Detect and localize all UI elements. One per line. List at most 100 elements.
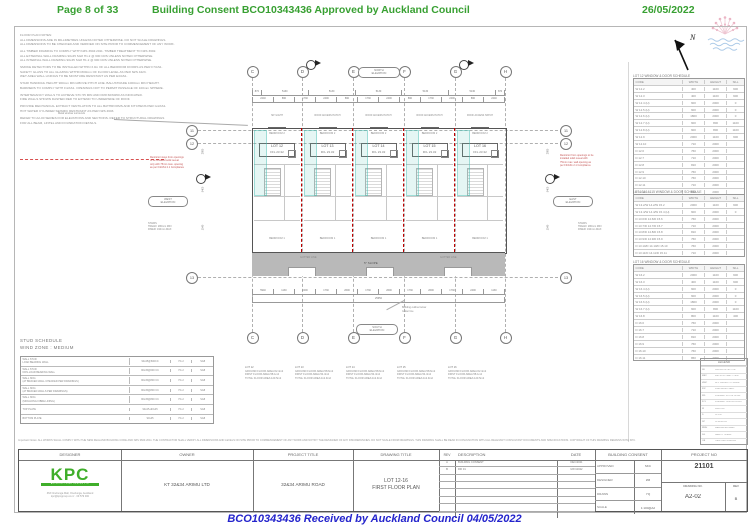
schedule-cell: W 13.4/W 14.4/W 15.4 (H) [634, 209, 683, 214]
schedule-cell: 1100 [732, 121, 739, 126]
unit-lot: LOT 14 [372, 144, 385, 148]
schedule-cell: 2000 [705, 334, 728, 339]
dimension: 890 [462, 97, 483, 102]
legend-text: FINISHED FLOOR LEVEL [715, 394, 741, 397]
unit-lot: LOT 13 [321, 144, 334, 148]
revision-letter [439, 496, 456, 504]
stud-label: TOP PLATE [21, 407, 131, 411]
unit-ffl: FFL 23.32 [371, 149, 386, 154]
schedule-cell: 800 [705, 121, 728, 126]
note-line: PROVIDE MECHANICAL EXTRACT VENTILATION T… [20, 104, 167, 109]
wall-line [406, 220, 453, 221]
window-segment [420, 127, 439, 128]
stair-hatch [365, 168, 382, 196]
grid-line-13 [198, 277, 558, 278]
drawing-title-line1: LOT 12-16 [384, 478, 408, 484]
schedule-cell: 760 [683, 321, 706, 326]
legend-text: RAINWATER HEAD [715, 427, 735, 430]
note-line: SAFETY GLASS TO ALL GLAZING WITHIN 800mm… [20, 69, 147, 74]
note-line: BARRIERS TO COMPLY WITH F4/AS1. OPENINGS… [20, 85, 164, 90]
room-label-top: BEDROOM 2 [269, 132, 285, 135]
grid-bubble-D: D [296, 66, 309, 78]
wall-line [386, 164, 387, 220]
highlight-strip [304, 130, 317, 196]
revision-note-line: per F4/AS1 2.1 Compliance [560, 164, 591, 168]
revision-description [456, 489, 558, 496]
band-notch [288, 267, 316, 276]
schedule-cell: 2000 [705, 216, 728, 221]
stair-hatch [416, 168, 433, 196]
consent-value: 1:100@A2 [640, 505, 656, 510]
wall-line [457, 164, 503, 165]
note-line: FIRE WALLS SHOWN DASHED RED TO EXTEND TO… [20, 97, 131, 102]
south-elevation-label: SOUTH ELEVATION [356, 324, 398, 335]
schedule-cell: 760 [683, 216, 706, 221]
dimension: 1730 [357, 289, 378, 294]
legend-text: WINDOW [715, 407, 725, 410]
fire-wall [454, 128, 455, 252]
grid-bubble-F: F [398, 332, 411, 344]
wall-line [304, 220, 351, 221]
stud-size: 90x45@800 CC [130, 378, 171, 382]
schedule-cell: 1100 [732, 307, 739, 312]
header-date: 26/05/2022 [642, 4, 695, 16]
schedule-title: LOT 13&14&15 WINDOW & DOOR SCHEDULE [633, 190, 702, 194]
schedule-cell: 900 [733, 202, 738, 207]
schedule-cell: 2000 [705, 100, 728, 105]
stud-size: 90x45+90x45 [130, 407, 171, 411]
legend-abbr: FFL [702, 394, 706, 397]
stud-label-line2: (AT BRACED WALLS PER DRAWINGS) [22, 390, 68, 394]
dimension-left: 5400 [201, 186, 205, 193]
schedule-cell: W 12.7 (H) [634, 121, 683, 126]
schedule-cell: 1100 [705, 202, 728, 207]
area-line: GROUND FLOOR AREA:62.4m2 [448, 369, 487, 373]
dimension: 2400 [378, 97, 399, 102]
schedule-cell: D 12.6 [634, 148, 683, 153]
legend-abbr: D [702, 414, 704, 417]
schedule-cell: 600 [683, 209, 706, 214]
dimension-row: 25650 [252, 297, 505, 303]
note-line: FOR ALL BEAM, LINTEL AND FOUNDATION DETA… [20, 120, 98, 125]
dimension: 1730 [420, 97, 441, 102]
revision-row [439, 473, 595, 482]
schedule-cell: 2000 [705, 300, 728, 305]
area-line: TOTAL FLOOR AREA:120.5m2 [448, 376, 485, 380]
area-line: GROUND FLOOR AREA:58.6m2 [295, 369, 334, 373]
schedule-cell: 800 [683, 314, 706, 319]
schedule-cell: D 13.6/D 14.6/D 15.6 [634, 216, 683, 221]
schedule-cell: D 13.7/D 14.7/D 15.7 [634, 223, 683, 228]
designer-cell: KPC ARCHITECTURAL DESIGN LTD 363 Onehung… [19, 460, 121, 511]
stairs-note-right: STAIRS TREAD: 280mm MIN RISER: 190mm MAX [578, 222, 602, 232]
schedule-header-cell: CODE [634, 79, 683, 84]
room-label-top: BEDROOM 2 [370, 132, 387, 135]
legend-abbr: SD [702, 368, 706, 371]
unit-ffl: FFL 23.32 [270, 149, 284, 154]
divider [253, 450, 254, 511]
fire-wall [403, 128, 404, 252]
schedule-cell: 2000 [705, 327, 728, 332]
stud-label-line2: LOAD BEARING WALL [22, 361, 49, 365]
room-label-top: BEDROOM 2 [319, 132, 336, 135]
stud-grade: SG8 [200, 369, 206, 373]
fire-wall [301, 128, 302, 252]
header-project-no: PROJECT NO [691, 452, 717, 457]
dimension: 5130 [260, 90, 308, 95]
divider [353, 450, 354, 511]
wall-line [254, 220, 300, 221]
consent-value: ZM [645, 478, 651, 483]
schedule-cell: 760 [683, 148, 706, 153]
